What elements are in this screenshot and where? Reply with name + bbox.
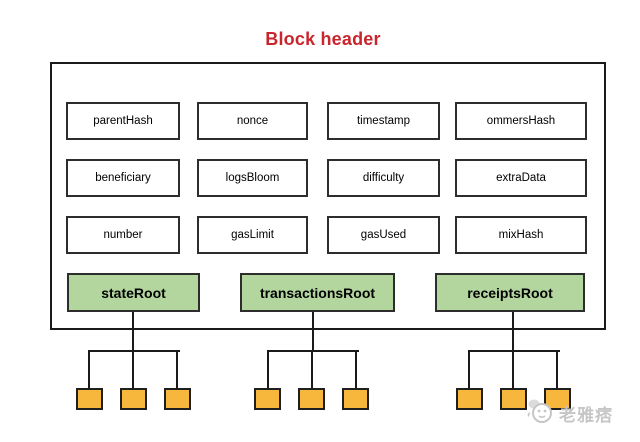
- connector-receiptsroot-trunk: [512, 312, 514, 352]
- connector-transactionsroot-trunk: [312, 312, 314, 352]
- connector-receiptsroot-stub-1: [468, 350, 470, 388]
- field-gasLimit: gasLimit: [197, 216, 308, 254]
- field-timestamp: timestamp: [327, 102, 440, 140]
- connector-receiptsroot-stub-3: [556, 350, 558, 388]
- connector-stateroot-bar: [88, 350, 180, 352]
- field-logsBloom: logsBloom: [197, 159, 308, 197]
- transactions-trie-leaf-node: [298, 388, 325, 410]
- state-trie-leaf-node: [76, 388, 103, 410]
- watermark: 老雅痞: [526, 396, 613, 431]
- root-receiptsRoot: receiptsRoot: [435, 273, 585, 312]
- connector-stateroot-stub-3: [176, 350, 178, 388]
- field-beneficiary: beneficiary: [66, 159, 180, 197]
- field-nonce: nonce: [197, 102, 308, 140]
- field-extraData: extraData: [455, 159, 587, 197]
- connector-stateroot-stub-1: [88, 350, 90, 388]
- field-number: number: [66, 216, 180, 254]
- field-difficulty: difficulty: [327, 159, 440, 197]
- transactions-trie-leaf-node: [342, 388, 369, 410]
- receipts-trie-leaf-node: [500, 388, 527, 410]
- connector-transactionsroot-stub-3: [355, 350, 357, 388]
- root-stateRoot: stateRoot: [67, 273, 200, 312]
- field-gasUsed: gasUsed: [327, 216, 440, 254]
- state-trie-leaf-node: [164, 388, 191, 410]
- connector-transactionsroot-stub-1: [267, 350, 269, 388]
- connector-transactionsroot-bar: [267, 350, 359, 352]
- watermark-label: 老雅痞: [559, 406, 613, 425]
- connector-receiptsroot-stub-2: [512, 350, 514, 388]
- field-parentHash: parentHash: [66, 102, 180, 140]
- diagram-title: Block header: [265, 29, 381, 49]
- connector-transactionsroot-stub-2: [311, 350, 313, 388]
- connector-stateroot-trunk: [132, 312, 134, 352]
- panda-face-icon: [526, 396, 556, 431]
- transactions-trie-leaf-node: [254, 388, 281, 410]
- connector-receiptsroot-bar: [468, 350, 560, 352]
- receipts-trie-leaf-node: [456, 388, 483, 410]
- root-transactionsRoot: transactionsRoot: [240, 273, 395, 312]
- field-mixHash: mixHash: [455, 216, 587, 254]
- state-trie-leaf-node: [120, 388, 147, 410]
- connector-stateroot-stub-2: [132, 350, 134, 388]
- field-ommersHash: ommersHash: [455, 102, 587, 140]
- receipts-trie-leaf-node: [544, 388, 571, 410]
